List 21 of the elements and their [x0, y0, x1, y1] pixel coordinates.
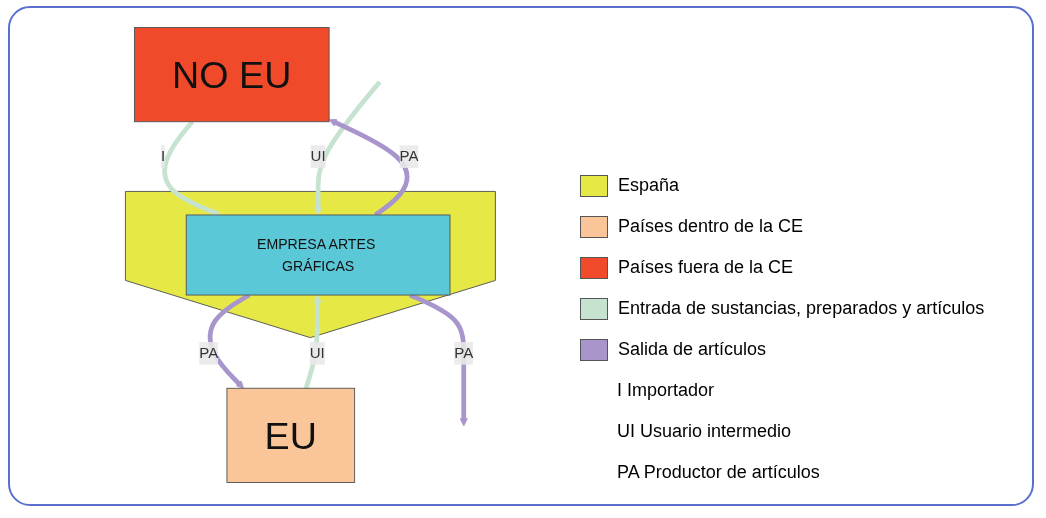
legend-text: Salida de artículos	[618, 339, 767, 360]
arrow	[303, 294, 322, 389]
cluster	[124, 190, 496, 339]
edge-label: PA	[453, 344, 473, 361]
node-box: EMPRESA ARTES GRÁFICAS	[185, 214, 451, 296]
legend-text: Países fuera de la CE	[618, 257, 794, 278]
legend-text: Entrada de sustancias, preparados y artículos	[618, 298, 985, 319]
node-box: NO EU	[133, 27, 330, 123]
edge-label: I	[160, 148, 165, 165]
legend-text: PA Productor de artículos	[617, 462, 820, 483]
legend-text: I Importador	[617, 380, 715, 401]
edge-label: UI	[309, 344, 325, 361]
node-box: EU	[226, 387, 355, 483]
legend-text: España	[618, 175, 680, 196]
edge-label: UI	[310, 148, 326, 165]
legend-text: Países dentro de la CE	[618, 216, 804, 237]
edge-label: PA	[198, 344, 218, 361]
arrow	[313, 80, 382, 216]
legend-text: UI Usuario intermedio	[617, 421, 792, 442]
arrow	[162, 120, 221, 216]
edge-label: PA	[399, 148, 419, 165]
